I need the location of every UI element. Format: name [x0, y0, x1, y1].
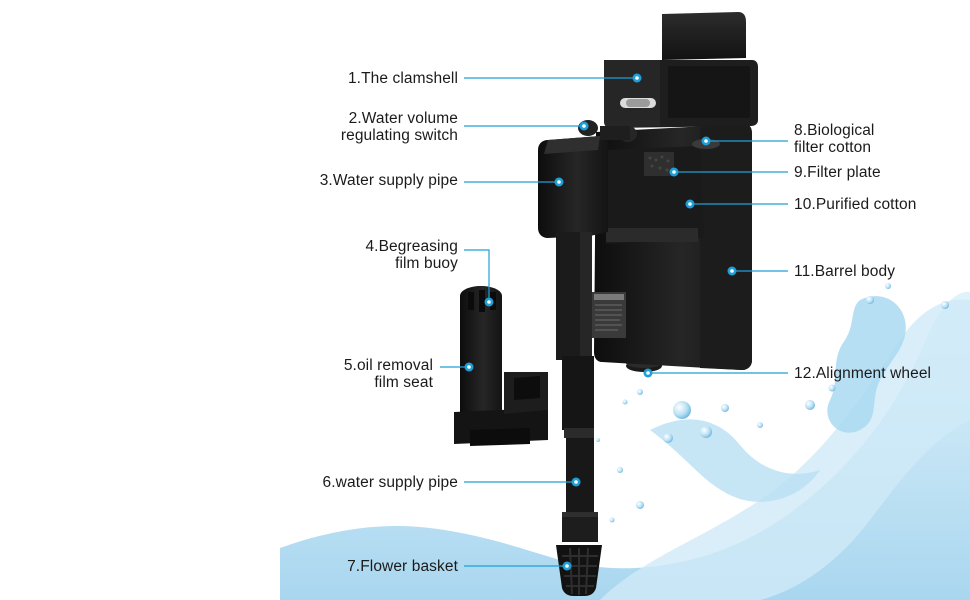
bubble [828, 384, 836, 392]
bubble [941, 301, 949, 309]
label-line: 10.Purified cotton [794, 196, 917, 213]
filter-cartridge [606, 139, 720, 244]
water-splash [280, 283, 970, 600]
label-line: regulating switch [340, 127, 458, 144]
marker-dot-9 [669, 167, 679, 177]
label-line: 4.Begreasing [365, 238, 458, 255]
bubble [609, 517, 615, 523]
label-barrel-body: 11.Barrel body [794, 263, 895, 280]
bubble [757, 422, 763, 428]
marker-dots [464, 73, 737, 571]
bubble [866, 296, 874, 304]
label-line: film seat [374, 374, 433, 391]
bubble [596, 438, 600, 442]
label-alignment-wheel: 12.Alignment wheel [794, 365, 931, 382]
marker-dot-10 [685, 199, 695, 209]
label-line: 3.Water supply pipe [319, 172, 458, 189]
label-line: 7.Flower basket [347, 558, 458, 575]
bubble [663, 433, 673, 443]
bio-cotton-block [644, 152, 674, 176]
leader-lines [440, 77, 788, 567]
bubble [805, 400, 815, 410]
bubbles [596, 283, 949, 523]
label-line: film buoy [395, 255, 458, 272]
label-water-supply-pipe-head: 3.Water supply pipe [320, 172, 458, 189]
label-line: 6.water supply pipe [322, 474, 458, 491]
label-line: 11.Barrel body [794, 263, 896, 280]
water-flow-left [650, 419, 820, 502]
bubble [700, 426, 712, 438]
marker-dot-7 [562, 561, 572, 571]
marker-dot-4 [484, 297, 494, 307]
water-crest [827, 296, 906, 433]
marker-dot-11 [727, 266, 737, 276]
buoy-assembly [454, 286, 548, 446]
label-begreasing-buoy: 4.Begreasing film buoy [365, 238, 458, 272]
label-line: 1.The clamshell [347, 70, 458, 87]
flower-basket-part [556, 545, 602, 596]
label-filter-plate: 9.Filter plate [794, 164, 881, 181]
label-line: 5.oil removal [343, 357, 433, 374]
bubble [622, 399, 628, 405]
label-line: 2.Water volume [348, 110, 458, 127]
label-water-volume-switch: 2.Water volume regulating switch [341, 110, 458, 144]
marker-dot-2 [579, 121, 589, 131]
label-purified-cotton: 10.Purified cotton [794, 196, 916, 213]
marker-dot-5 [464, 362, 474, 372]
water-supply-pipe-head [538, 120, 637, 238]
label-line: filter cotton [794, 139, 872, 156]
clamshell-part [604, 12, 758, 128]
marker-dot-6 [571, 477, 581, 487]
label-line: 12.Alignment wheel [794, 365, 932, 382]
label-clamshell: 1.The clamshell [348, 70, 458, 87]
marker-dot-1 [632, 73, 642, 83]
bubble [637, 389, 643, 395]
label-flower-basket: 7.Flower basket [347, 558, 458, 575]
marker-dot-3 [554, 177, 564, 187]
label-water-supply-pipe: 6.water supply pipe [323, 474, 458, 491]
marker-dot-12 [643, 368, 653, 378]
label-oil-removal-seat: 5.oil removal film seat [344, 357, 433, 391]
bubble [673, 401, 691, 419]
marker-dot-8 [701, 136, 711, 146]
label-line: 8.Biological [794, 122, 875, 139]
vertical-pipe [556, 232, 598, 542]
label-line: 9.Filter plate [794, 164, 881, 181]
bubble [617, 467, 623, 473]
bubble [885, 283, 891, 289]
bubble [721, 404, 729, 412]
label-biological-filter-cotton: 8.Biological filter cotton [794, 122, 874, 156]
leader-line-4 [464, 249, 490, 302]
bubble [636, 501, 644, 509]
